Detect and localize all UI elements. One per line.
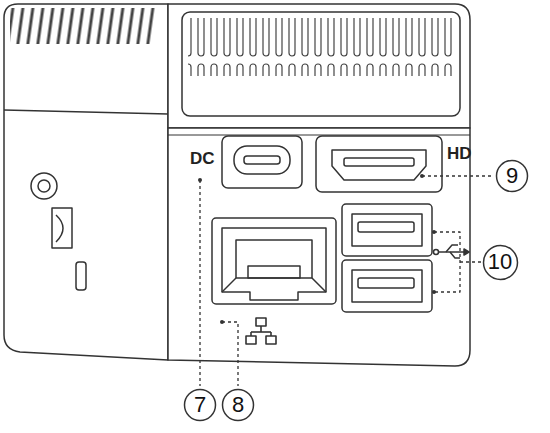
port-label: DC (190, 150, 215, 167)
callout-number: 7 (183, 388, 217, 422)
callout-number: 10 (482, 244, 519, 281)
callout-number: 9 (495, 159, 529, 193)
callout-number: 8 (232, 394, 244, 416)
callout-number: 10 (488, 251, 512, 273)
callout-number: 8 (221, 388, 255, 422)
callout-number: 7 (194, 394, 206, 416)
callout-number: 9 (506, 165, 518, 187)
port-label: HD (447, 145, 472, 162)
